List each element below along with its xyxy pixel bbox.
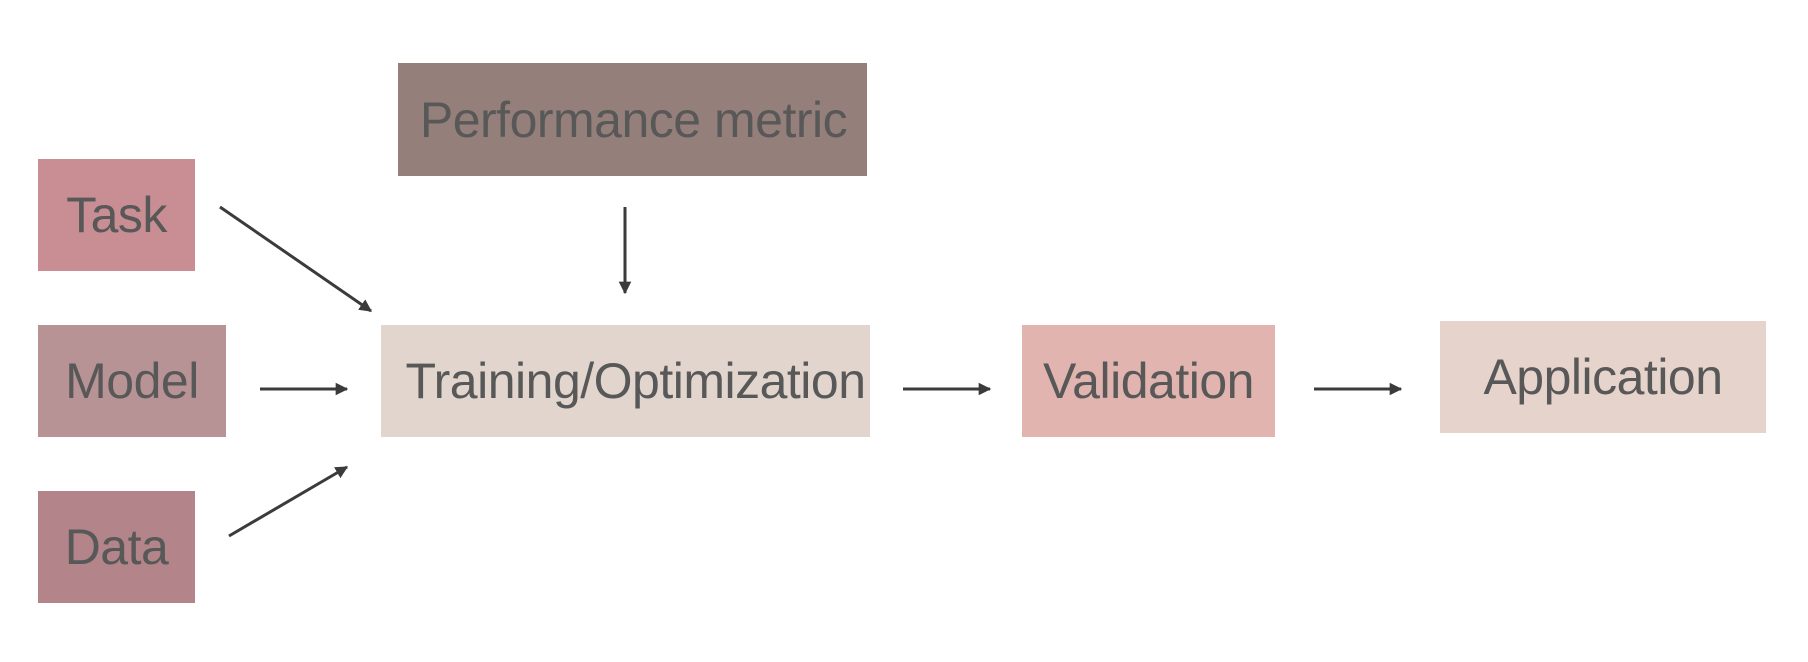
node-model-label: Model bbox=[65, 353, 199, 409]
arrow-data-to-training bbox=[228, 465, 349, 538]
node-task-label: Task bbox=[66, 187, 167, 243]
node-training-optimization-label: Training/Optimization bbox=[405, 353, 866, 409]
node-performance-metric: Performance metric bbox=[398, 63, 867, 176]
node-validation: Validation bbox=[1022, 325, 1275, 437]
node-model: Model bbox=[38, 325, 226, 437]
node-application: Application bbox=[1440, 321, 1766, 433]
node-performance-metric-label: Performance metric bbox=[419, 91, 848, 148]
node-data: Data bbox=[38, 491, 195, 603]
node-data-label: Data bbox=[64, 519, 169, 575]
arrow-task-to-training bbox=[219, 205, 373, 313]
node-validation-label: Validation bbox=[1043, 353, 1254, 409]
node-training-optimization: Training/Optimization bbox=[381, 325, 870, 437]
node-task: Task bbox=[38, 159, 195, 271]
node-application-label: Application bbox=[1483, 349, 1723, 405]
